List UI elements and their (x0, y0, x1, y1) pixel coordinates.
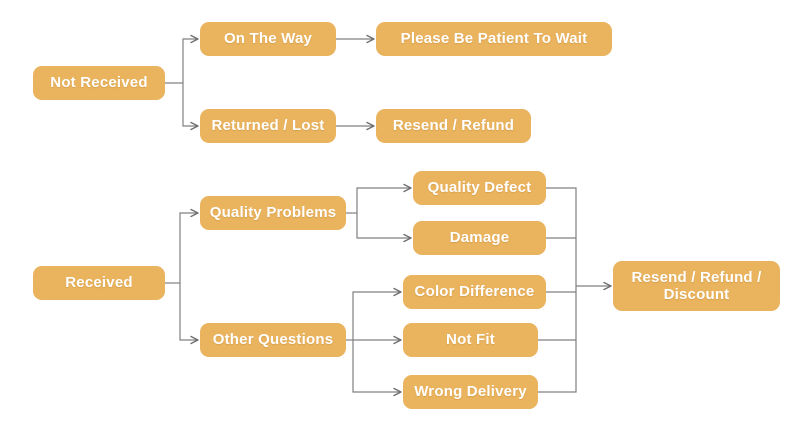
node-returned-lost-label: Returned / Lost (211, 117, 325, 135)
node-returned-lost[interactable]: Returned / Lost (200, 109, 336, 143)
node-wrong-delivery-label: Wrong Delivery (414, 383, 527, 401)
edge-received-to-quality-problems (179, 208, 199, 283)
node-quality-problems-label: Quality Problems (209, 204, 337, 222)
node-damage-label: Damage (449, 229, 510, 247)
edge-quality-problems-to-quality-defect (356, 183, 412, 213)
edge-other-questions-to-color-difference (352, 287, 402, 340)
node-other-questions-label: Other Questions (212, 331, 334, 349)
node-quality-problems[interactable]: Quality Problems (200, 196, 346, 230)
edge-quality-problems-to-damage (356, 213, 412, 243)
node-quality-defect-label: Quality Defect (427, 179, 532, 197)
node-please-be-patient-to-wait[interactable]: Please Be Patient To Wait (376, 22, 612, 56)
node-received-label: Received (65, 274, 133, 292)
node-damage[interactable]: Damage (413, 221, 546, 255)
edge-other-questions-to-wrong-delivery (352, 340, 402, 397)
node-on-the-way[interactable]: On The Way (200, 22, 336, 56)
node-not-fit[interactable]: Not Fit (403, 323, 538, 357)
node-not-received[interactable]: Not Received (33, 66, 165, 100)
edge-received-to-other-questions (179, 283, 199, 345)
node-resend-refund-discount[interactable]: Resend / Refund / Discount (613, 261, 780, 311)
node-color-difference[interactable]: Color Difference (403, 275, 546, 309)
edge-not-received-to-returned-lost (182, 83, 199, 131)
node-not-fit-label: Not Fit (446, 331, 495, 349)
node-resend-refund-label: Resend / Refund (392, 117, 515, 135)
node-please-be-patient-to-wait-label: Please Be Patient To Wait (400, 30, 588, 48)
node-on-the-way-label: On The Way (223, 30, 313, 48)
node-received[interactable]: Received (33, 266, 165, 300)
node-resend-refund-discount-label: Resend / Refund / Discount (631, 268, 762, 303)
node-resend-refund[interactable]: Resend / Refund (376, 109, 531, 143)
node-color-difference-label: Color Difference (414, 283, 535, 301)
node-other-questions[interactable]: Other Questions (200, 323, 346, 357)
node-not-received-label: Not Received (50, 74, 148, 92)
edge-not-received-to-on-the-way (182, 34, 199, 83)
node-wrong-delivery[interactable]: Wrong Delivery (403, 375, 538, 409)
node-quality-defect[interactable]: Quality Defect (413, 171, 546, 205)
